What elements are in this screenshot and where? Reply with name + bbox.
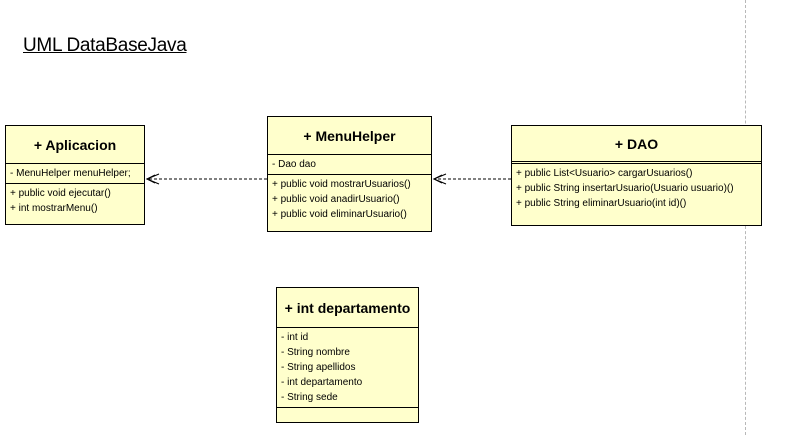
class-departamento[interactable]: + int departamento - int id - String nom… [276, 287, 419, 423]
attribute: - int id [281, 332, 309, 343]
operation: + public void eliminarUsuario() [272, 209, 407, 220]
operation: + public void mostrarUsuarios() [272, 179, 411, 190]
attribute: - String sede [281, 392, 338, 403]
operations-compartment: + public void mostrarUsuarios() + public… [268, 175, 431, 224]
arrowhead-menuhelper-inner [432, 174, 443, 184]
operations-compartment: + public void ejecutar() + int mostrarMe… [6, 184, 144, 218]
class-aplicacion[interactable]: + Aplicacion - MenuHelper menuHelper; + … [5, 125, 145, 225]
arrowhead-aplicacion-inner [145, 174, 156, 184]
operation: + public void anadirUsuario() [272, 194, 400, 205]
operation: + public String insertarUsuario(Usuario … [516, 183, 734, 194]
class-name: + Aplicacion [6, 126, 144, 164]
operation: + public String eliminarUsuario(int id)(… [516, 198, 687, 209]
operation: + public List<Usuario> cargarUsuarios() [516, 168, 693, 179]
attribute: - String apellidos [281, 362, 356, 373]
attributes-compartment: - Dao dao [268, 155, 431, 175]
operation: + public void ejecutar() [10, 188, 111, 199]
class-name: + int departamento [277, 288, 418, 328]
attribute: - int departamento [281, 377, 363, 388]
arrowhead-aplicacion [145, 173, 160, 185]
operation: + int mostrarMenu() [10, 203, 98, 214]
diagram-title: UML DataBaseJava [23, 35, 187, 56]
class-dao[interactable]: + DAO + public List<Usuario> cargarUsuar… [511, 125, 762, 226]
attribute: - String nombre [281, 347, 350, 358]
attributes-compartment: - int id - String nombre - String apelli… [277, 328, 418, 408]
class-name: + DAO [512, 126, 761, 164]
arrowhead-menuhelper [432, 173, 447, 185]
attribute: - Dao dao [272, 159, 316, 170]
class-name: + MenuHelper [268, 117, 431, 155]
operations-compartment [277, 408, 418, 420]
class-menuhelper[interactable]: + MenuHelper - Dao dao + public void mos… [267, 116, 432, 232]
attribute: - MenuHelper menuHelper; [10, 168, 131, 179]
attributes-compartment: - MenuHelper menuHelper; [6, 164, 144, 184]
operations-compartment: + public List<Usuario> cargarUsuarios() … [512, 164, 761, 213]
